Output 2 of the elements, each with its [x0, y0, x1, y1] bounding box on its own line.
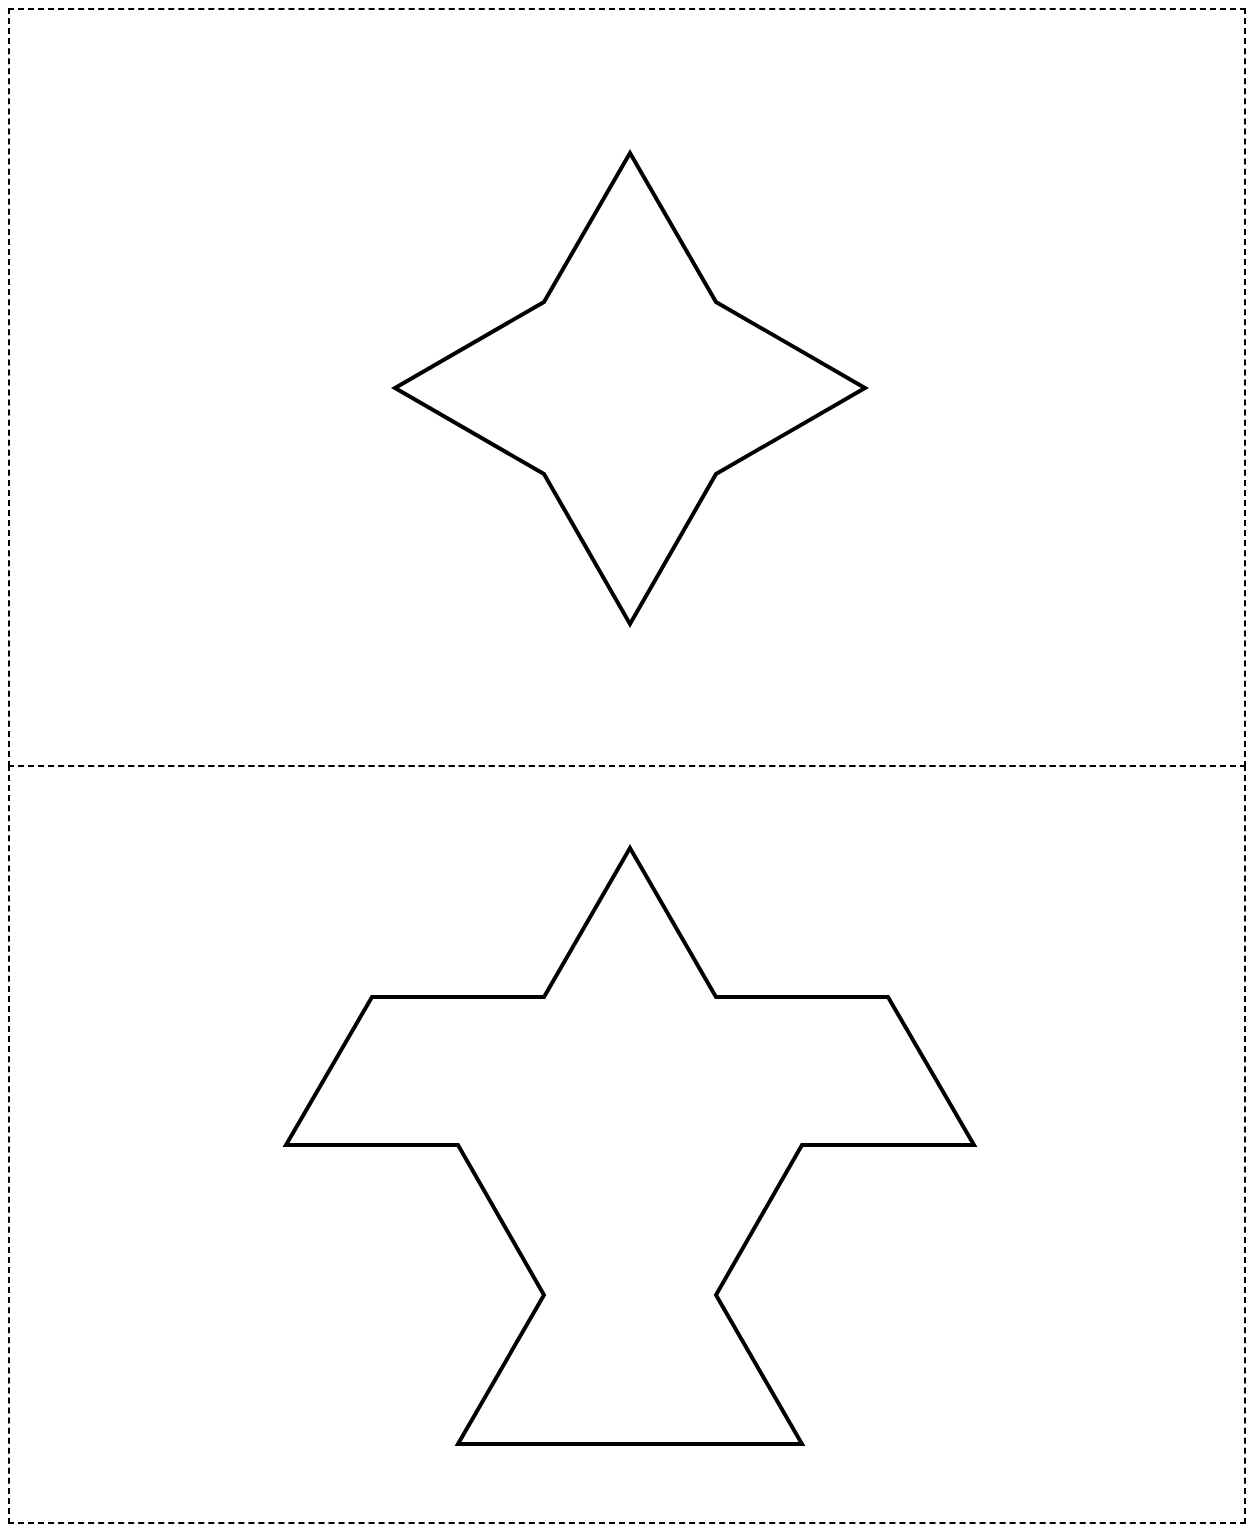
dashed-panel: [8, 765, 1246, 1524]
dashed-panel: [8, 8, 1246, 767]
